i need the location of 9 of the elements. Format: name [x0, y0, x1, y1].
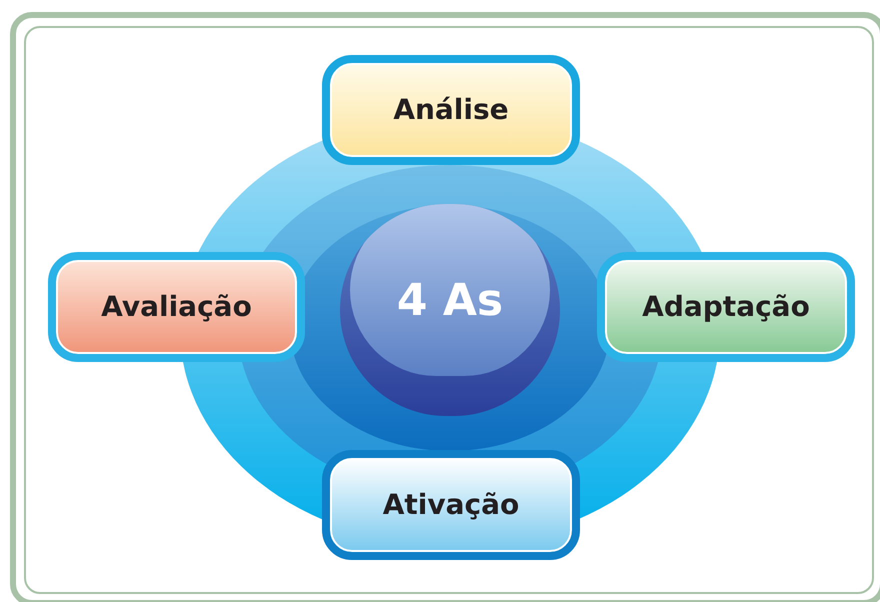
stage-box	[322, 450, 580, 560]
stage-box	[322, 55, 580, 165]
stage-box	[597, 252, 855, 362]
stage-label: Adaptação	[642, 289, 810, 325]
stage-label: Avaliação	[101, 289, 252, 325]
stage-box	[48, 252, 305, 362]
stage-label: Ativação	[382, 487, 520, 523]
stage-label: Análise	[393, 92, 509, 128]
center-label: 4 As	[396, 274, 504, 328]
